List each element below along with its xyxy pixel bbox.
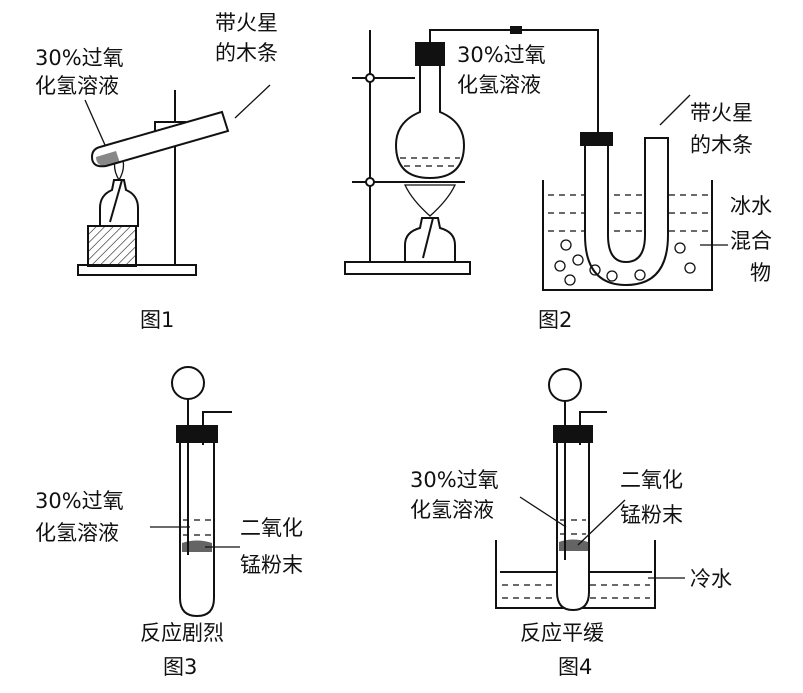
iron-stand [344, 30, 471, 275]
u-tube [580, 132, 669, 287]
tube-connector [510, 26, 522, 34]
fig2-reagent-label-line2: 化氢溶液 [457, 73, 541, 97]
fig3-caption: 图3 [163, 655, 197, 679]
test-tube-with-funnel [548, 368, 607, 612]
wooden-block [87, 225, 137, 267]
fig2-splint-label-line1: 带火星 [690, 101, 753, 125]
fig2-ice-label-line2: 混合 [730, 229, 772, 253]
figure-4: 30%过氧 化氢溶液 二氧化 锰粉末 冷水 反应平缓 图4 [410, 368, 732, 679]
fig2-caption: 图2 [538, 308, 572, 332]
round-flask [394, 42, 466, 180]
catalyst-pointer [577, 499, 626, 546]
fig4-reagent-label-line2: 化氢溶液 [410, 498, 494, 522]
figure-2: 30%过氧 化氢溶液 带火星 的木条 冰水 混合 物 图2 [344, 26, 772, 332]
fig3-reagent-label-line2: 化氢溶液 [35, 521, 119, 545]
fig2-ice-label-line3: 物 [750, 261, 771, 285]
fig1-splint-label-line2: 的木条 [215, 41, 278, 65]
ice-water-beaker [542, 180, 713, 291]
fig1-splint-label-line1: 带火星 [215, 11, 278, 35]
figure-1: 30%过氧 化氢溶液 带火星 的木条 图1 [35, 11, 278, 332]
splint-pointer [234, 84, 271, 119]
test-tube [90, 110, 230, 168]
fig4-result: 反应平缓 [520, 621, 604, 645]
fig4-reagent-label-line1: 30%过氧 [410, 468, 499, 492]
fig4-water-label: 冷水 [690, 567, 732, 591]
fig4-catalyst-label-line1: 二氧化 [620, 468, 683, 492]
fig1-reagent-label-line1: 30%过氧 [35, 46, 124, 70]
splint-pointer [659, 94, 691, 126]
fig4-catalyst-label-line2: 锰粉末 [620, 503, 683, 527]
fig1-reagent-label-line2: 化氢溶液 [35, 74, 119, 98]
fig2-ice-label-line1: 冰水 [730, 194, 772, 218]
reagent-pointer [519, 496, 567, 528]
fig3-catalyst-label-line2: 锰粉末 [240, 553, 303, 577]
fig2-splint-label-line2: 的木条 [690, 133, 753, 157]
test-tube-with-funnel [171, 366, 232, 618]
fig3-result: 反应剧烈 [140, 621, 224, 645]
fig3-catalyst-label-line1: 二氧化 [240, 516, 303, 540]
reagent-pointer [84, 99, 106, 146]
figure-3: 30%过氧 化氢溶液 二氧化 锰粉末 反应剧烈 图3 [35, 366, 303, 679]
alcohol-lamp [403, 184, 457, 263]
fig1-caption: 图1 [140, 308, 174, 332]
fig4-caption: 图4 [558, 655, 592, 679]
fig2-reagent-label-line1: 30%过氧 [457, 43, 546, 67]
ice-cubes [554, 239, 696, 286]
fig3-reagent-label-line1: 30%过氧 [35, 489, 124, 513]
